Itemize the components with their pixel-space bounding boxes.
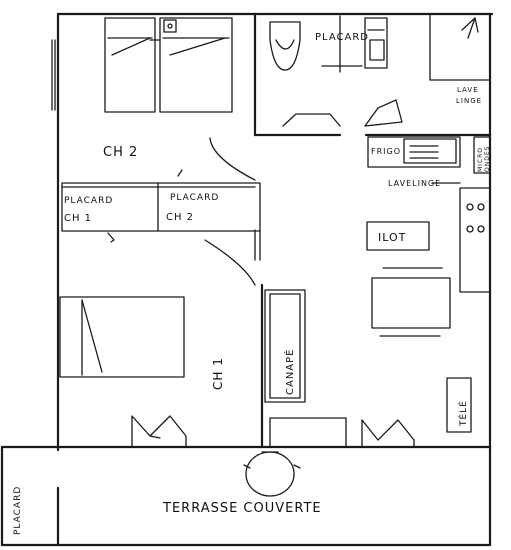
- interior-walls: [149, 12, 492, 449]
- label-terrace: TERRASSE COUVERTE: [162, 501, 322, 516]
- label-placard-top: PLACARD: [315, 32, 369, 43]
- ch1-bed: [59, 296, 185, 378]
- ch2-beds: [104, 17, 233, 113]
- label-placard-ch2-title: PLACARD: [170, 193, 219, 203]
- terrace-table: [243, 451, 301, 497]
- label-lave-linge-1: LAVE: [457, 86, 479, 94]
- door-swings: [204, 99, 403, 286]
- label-lave-vaisselle: LAVELINGE: [388, 179, 441, 188]
- label-placard-terrace: PLACARD: [13, 486, 23, 535]
- kitchen: [366, 136, 491, 293]
- closets: [61, 169, 261, 243]
- label-ch1: CH 1: [211, 357, 225, 390]
- outer-walls: [0, 12, 494, 547]
- label-canape: CANAPÉ: [283, 349, 296, 396]
- label-tele: TÉLÉ: [457, 400, 469, 427]
- terrace-doors: [131, 415, 415, 448]
- fixture-labels: LAVE LINGE FRIGO LAVELINGE MICRO ONDES I…: [283, 86, 491, 427]
- label-ilot: ILOT: [378, 231, 406, 244]
- label-placard-ch1-title: PLACARD: [64, 196, 113, 206]
- label-lave-linge-2: LINGE: [456, 97, 482, 105]
- label-placard-ch1-sub: CH 1: [64, 213, 92, 224]
- label-placard-ch2-sub: CH 2: [166, 212, 194, 223]
- bathroom-fixtures: [269, 17, 479, 71]
- label-micro-1: MICRO: [477, 147, 484, 172]
- label-frigo: FRIGO: [371, 147, 401, 156]
- room-labels: CH 2 PLACARD PLACARD CH 1 PLACARD CH 2 C…: [13, 32, 369, 535]
- label-micro-2: ONDES: [484, 146, 491, 172]
- label-ch2: CH 2: [103, 145, 138, 160]
- living-area: [264, 267, 472, 433]
